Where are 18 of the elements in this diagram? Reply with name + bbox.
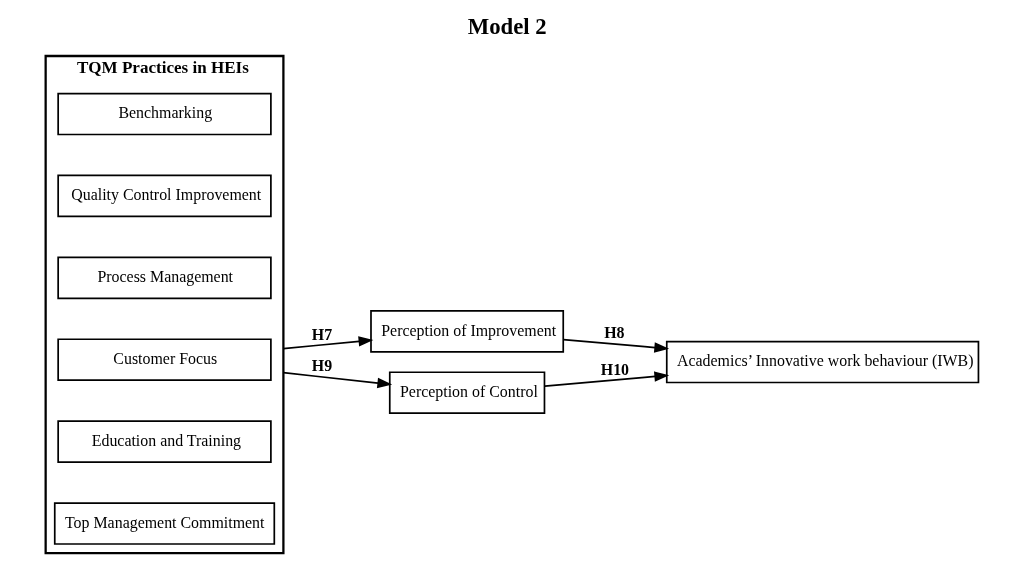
node-box: Education and Training <box>56 420 272 463</box>
arrow <box>562 338 669 353</box>
arrow <box>282 336 373 350</box>
node-box: Top Management Commitment <box>53 502 275 545</box>
arrow <box>543 371 669 387</box>
node-box: Academics’ Innovative work behaviour (IWB) <box>665 340 979 384</box>
node-box: Perception of Improvement <box>369 309 564 353</box>
node-box: Benchmarking <box>56 92 272 136</box>
edge-label: H7 <box>311 325 332 343</box>
node-box: Process Management <box>56 256 272 300</box>
edge-label: H9 <box>311 357 332 375</box>
node-box: Customer Focus <box>56 338 272 382</box>
edge-label: H10 <box>600 360 629 378</box>
arrow <box>282 371 392 389</box>
node-box: Quality Control Improvement <box>56 174 272 218</box>
edge-label: H8 <box>603 324 625 342</box>
node-box: Perception of Control <box>388 371 545 415</box>
diagram-title: Model 2 <box>467 14 547 40</box>
